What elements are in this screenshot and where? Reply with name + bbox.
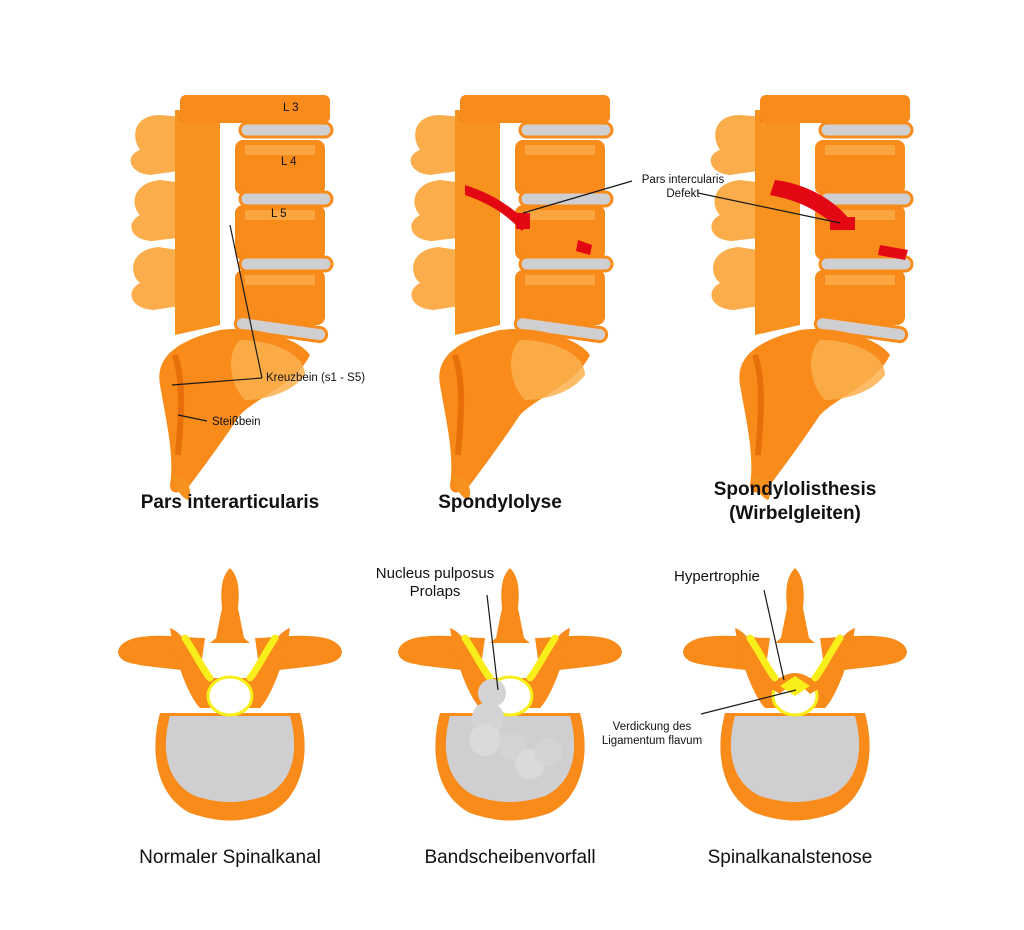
title-spondylolisthesis-line-1: Spondylolisthesis [713, 479, 877, 500]
prolapse-label-line-1: Nucleus pulposus [375, 565, 495, 582]
normal-vertebra-illustration [118, 568, 342, 821]
prolapse-label-line-2: Prolaps [409, 583, 461, 600]
thickening-label-line-2: Ligamentum flavum [601, 735, 703, 747]
prolapse-label: Nucleus pulposus Prolaps [350, 565, 520, 601]
prolapse-leader [486, 594, 499, 691]
defect-leader-right [697, 192, 841, 224]
caption-normal-canal: Normaler Spinalkanal [139, 847, 321, 868]
caption-disc-herniation: Bandscheibenvorfall [424, 847, 596, 868]
vertebra-label-l3: L 3 [283, 102, 299, 114]
coccyx-label: Steißbein [212, 416, 261, 428]
sacrum-leader [171, 224, 263, 386]
normal-spine-illustration [131, 95, 332, 500]
hypertrophy-leader [763, 589, 785, 681]
caption-spinal-stenosis: Spinalkanalstenose [707, 847, 873, 868]
herniated-vertebra-illustration [398, 568, 622, 821]
vertebra-label-l5: L 5 [271, 208, 287, 220]
sacrum-label: Kreuzbein (s1 - S5) [266, 372, 366, 384]
defect-label: Pars intercularis Defekt [618, 173, 748, 201]
title-spondylolisthesis: Spondylolisthesis (Wirbelgleiten) [680, 478, 910, 526]
thickening-label: Verdickung des Ligamentum flavum [592, 720, 712, 748]
coccyx-leader [177, 414, 208, 422]
defect-leader [522, 180, 633, 214]
defect-label-line-2: Defekt [666, 188, 700, 200]
defect-label-line-1: Pars intercularis [641, 174, 725, 186]
spondylolisthesis-spine-illustration [711, 95, 912, 500]
stenosis-vertebra-illustration [683, 568, 907, 821]
vertebra-label-l4: L 4 [281, 156, 297, 168]
thickening-label-line-1: Verdickung des [612, 721, 692, 733]
title-pars-interarticularis: Pars interarticularis [140, 492, 320, 513]
spondylolysis-spine-illustration [411, 95, 612, 500]
hypertrophy-label: Hypertrophie [674, 568, 760, 585]
thickening-leader [700, 689, 797, 715]
title-spondylolisthesis-line-2: (Wirbelgleiten) [729, 503, 861, 524]
title-spondylolyse: Spondylolyse [438, 492, 562, 513]
